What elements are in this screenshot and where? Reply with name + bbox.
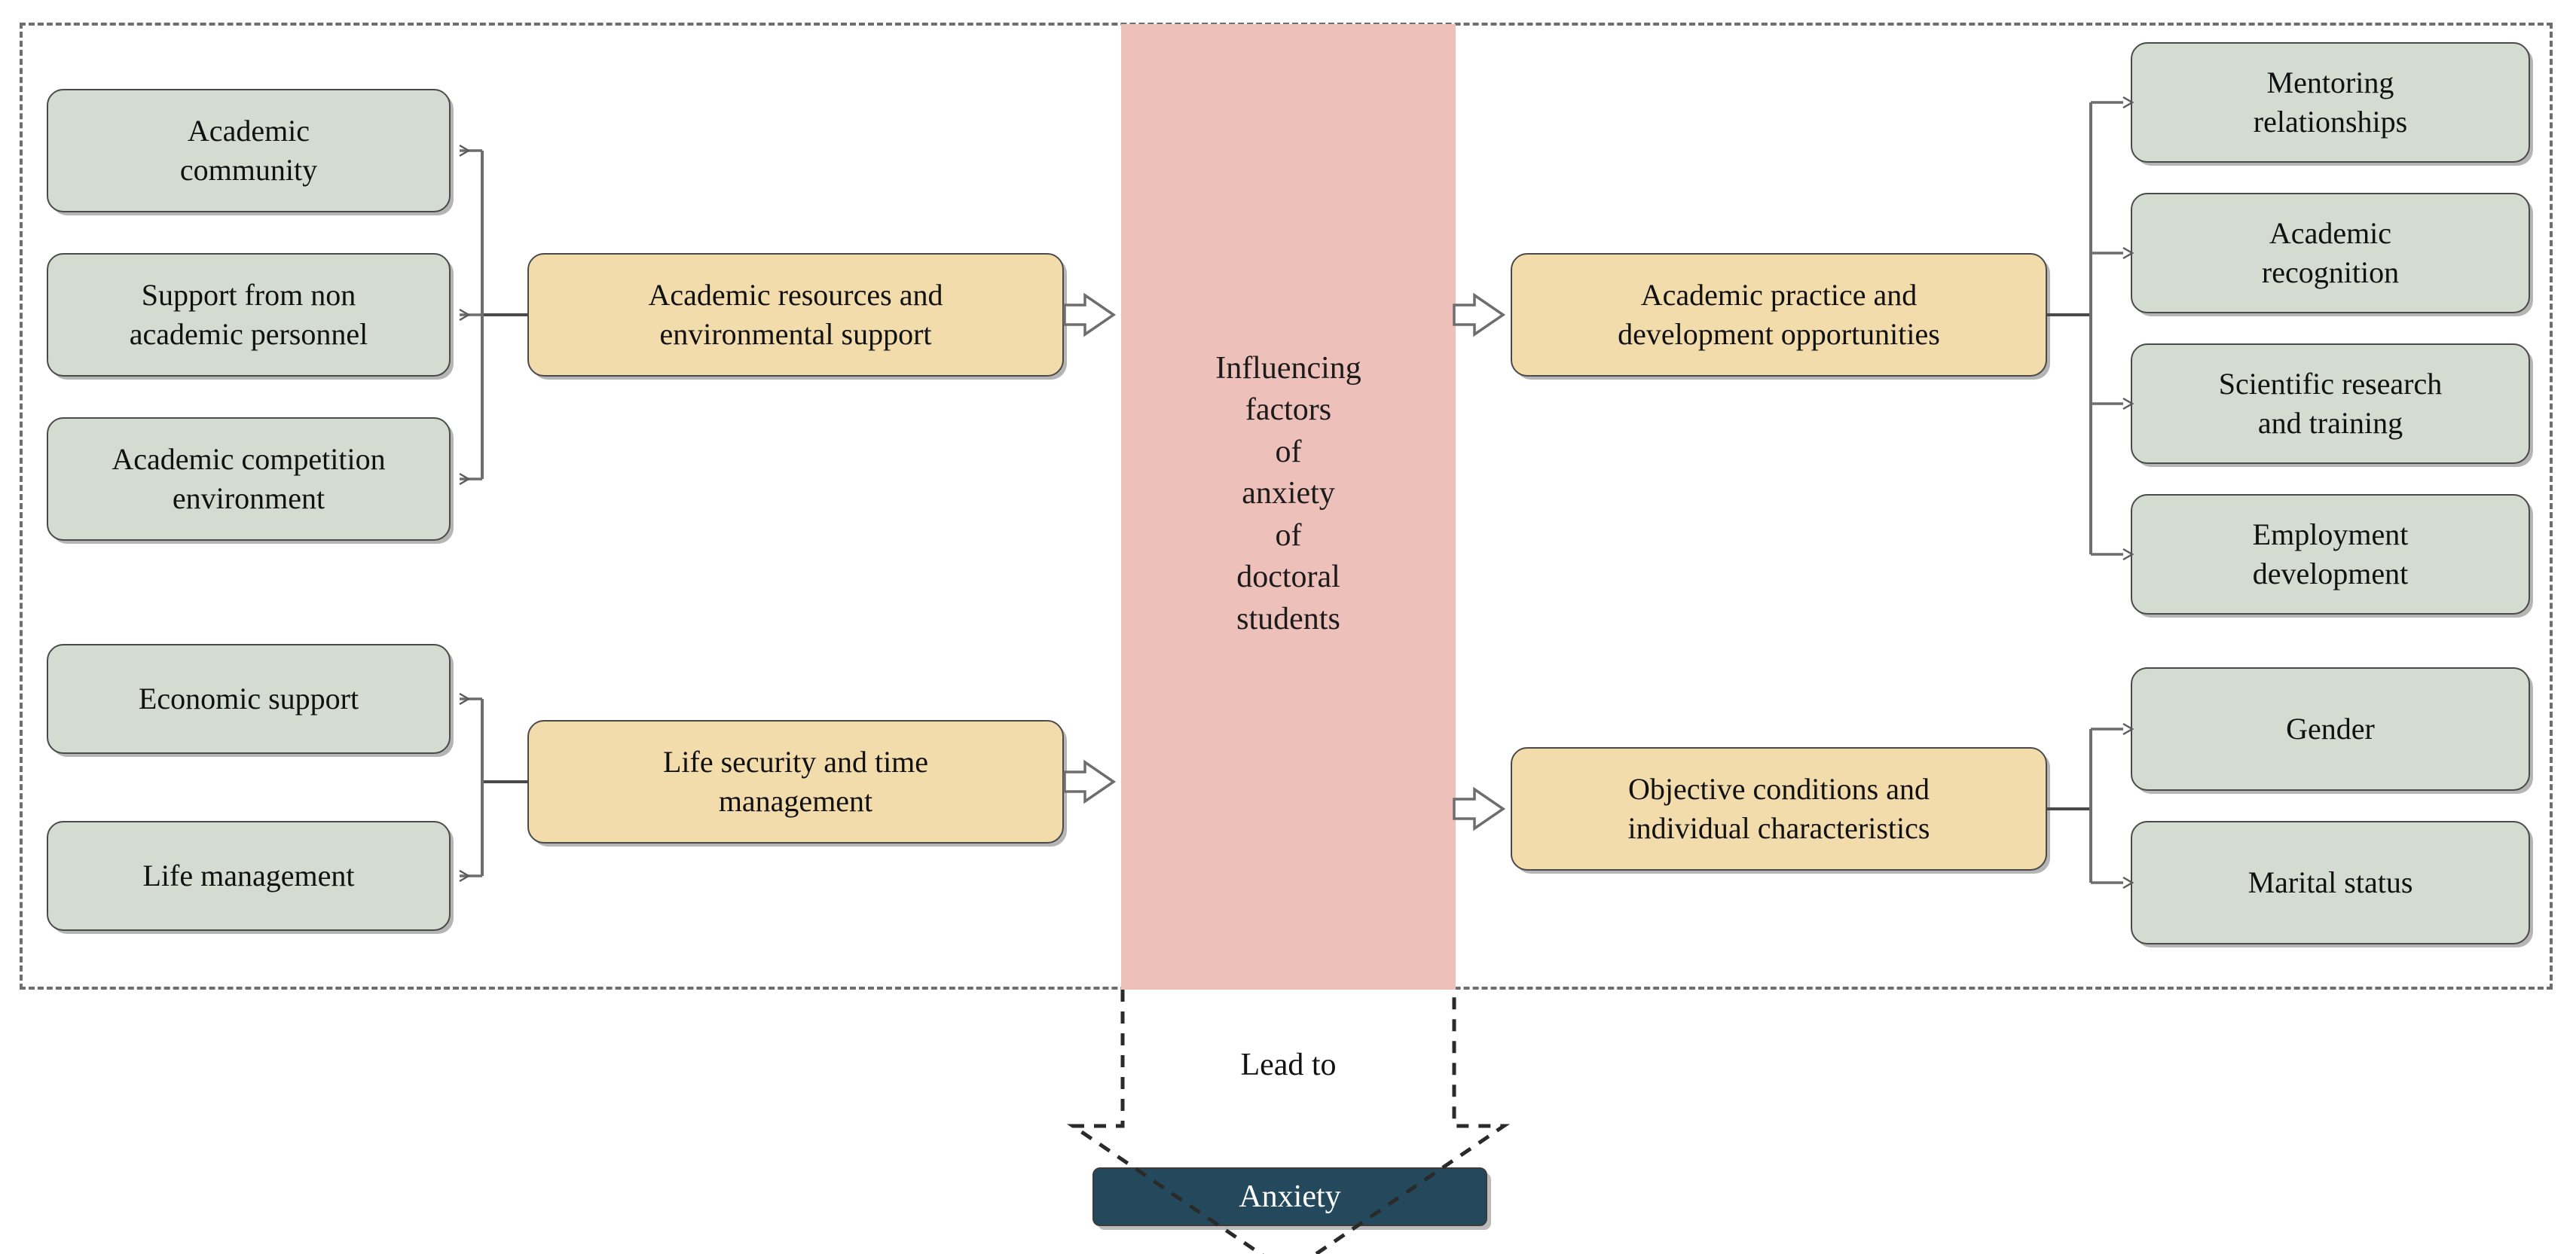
leaf-label: Economic support <box>138 682 359 715</box>
leaf-economic-support[interactable]: Economic support <box>47 644 451 754</box>
category-academic-resources-and-environmental-support[interactable]: Academic resources and environmental sup… <box>527 253 1064 377</box>
leaf-academic-community[interactable]: Academic community <box>47 89 451 212</box>
lead-to-label: Lead to <box>1240 1048 1337 1082</box>
leaf-employment-development[interactable]: Employment development <box>2131 494 2530 615</box>
leaf-gender[interactable]: Gender <box>2131 667 2530 791</box>
leaf-label: Support from non academic personnel <box>129 278 368 351</box>
leaf-label: Academic recognition <box>2261 216 2400 289</box>
leaf-label: Academic community <box>179 114 318 187</box>
category-label: Objective conditions and individual char… <box>1627 772 1930 845</box>
leaf-academic-competition-environment[interactable]: Academic competition environment <box>47 417 451 541</box>
leaf-life-management[interactable]: Life management <box>47 821 451 931</box>
center-influencing-factors-band: Influencing factors of anxiety of doctor… <box>1121 24 1456 990</box>
category-objective-conditions-and-individual-characteristics[interactable]: Objective conditions and individual char… <box>1511 747 2047 871</box>
leaf-label: Employment development <box>2252 517 2409 590</box>
leaf-academic-recognition[interactable]: Academic recognition <box>2131 193 2530 313</box>
center-band-label: Influencing factors of anxiety of doctor… <box>1215 351 1361 636</box>
category-label: Academic practice and development opport… <box>1618 278 1940 351</box>
leaf-label: Marital status <box>2248 865 2413 899</box>
leaf-scientific-research-and-training[interactable]: Scientific research and training <box>2131 343 2530 464</box>
leaf-label: Gender <box>2286 712 2375 746</box>
leaf-label: Mentoring relationships <box>2253 66 2408 139</box>
leaf-label: Scientific research and training <box>2218 367 2443 440</box>
category-academic-practice-and-development-opportunities[interactable]: Academic practice and development opport… <box>1511 253 2047 377</box>
leaf-mentoring-relationships[interactable]: Mentoring relationships <box>2131 42 2530 163</box>
outcome-label: Anxiety <box>1239 1179 1341 1214</box>
leaf-label: Academic competition environment <box>112 442 386 515</box>
leaf-support-from-non-academic-personnel[interactable]: Support from non academic personnel <box>47 253 451 377</box>
category-label: Academic resources and environmental sup… <box>648 278 943 351</box>
category-life-security-and-time-management[interactable]: Life security and time management <box>527 720 1064 844</box>
outcome-anxiety-box[interactable]: Anxiety <box>1092 1167 1487 1226</box>
category-label: Life security and time management <box>662 745 929 818</box>
leaf-marital-status[interactable]: Marital status <box>2131 821 2530 944</box>
leaf-label: Life management <box>142 859 355 892</box>
